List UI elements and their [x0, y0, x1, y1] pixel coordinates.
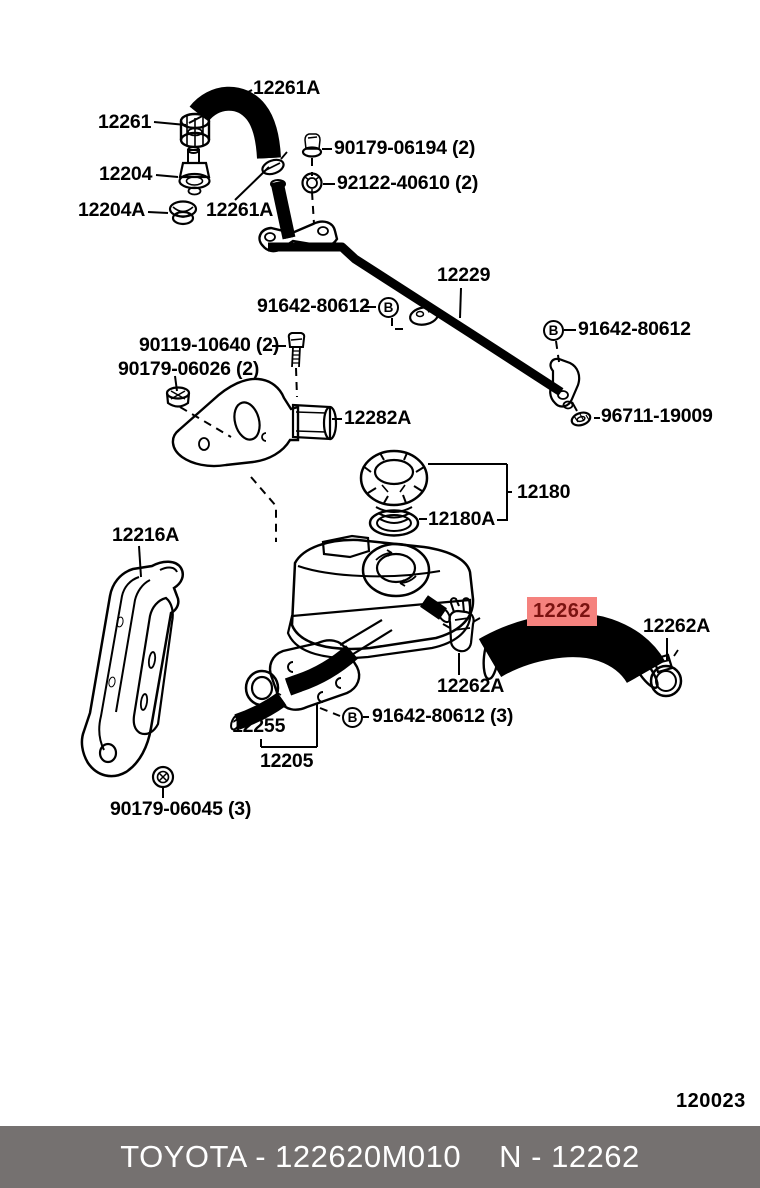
ventilation-hose-12261-drawing: [179, 86, 288, 176]
callout-marker-b-right: B: [543, 320, 564, 341]
nut-92122-40610-icon: [301, 172, 323, 194]
part-label-12261a-2: 12261A: [206, 199, 274, 221]
pcv-valve-12204-drawing: [178, 146, 211, 196]
bolt-90179-06194-icon: [301, 133, 323, 158]
reservoir-tank-drawing: [286, 534, 475, 660]
part-label-12262a-mid: 12262A: [437, 675, 505, 697]
part-label-92122-40610: 92122-40610 (2): [337, 172, 479, 194]
part-label-12204a: 12204A: [78, 199, 146, 221]
dashed-assembly-lines: [179, 158, 560, 717]
part-label-12180a: 12180A: [428, 508, 496, 530]
part-label-12180: 12180: [517, 481, 571, 503]
part-label-91642-right: 91642-80612: [578, 318, 691, 340]
callout-marker-b-left: B: [378, 297, 399, 318]
hose-12262-drawing: [478, 613, 666, 689]
grommet-90179-06026-icon: [165, 386, 191, 408]
part-label-91642-bottom: 91642-80612 (3): [372, 705, 514, 727]
part-label-12216a: 12216A: [112, 524, 180, 546]
part-label-90179-06194: 90179-06194 (2): [334, 137, 476, 159]
nut-90179-06045-icon: [151, 765, 175, 789]
clip-12262a-mid-drawing: [442, 597, 481, 653]
figure-code: 120023: [676, 1090, 746, 1112]
part-label-12261a-top: 12261A: [253, 77, 321, 99]
banner-part-number: TOYOTA - 122620M010: [120, 1139, 462, 1174]
heat-shield-12216a-drawing: [80, 560, 184, 778]
vent-pipe-flange-drawing: [258, 179, 339, 253]
banner-ref-number: N - 12262: [499, 1139, 640, 1174]
part-label-90179-06026: 90179-06026 (2): [118, 358, 260, 380]
footer-banner: TOYOTA - 122620M010 N - 12262: [0, 1126, 760, 1188]
gauge-guide-12229-drawing: [268, 242, 592, 427]
callout-marker-b-bottom: B: [342, 707, 363, 728]
part-label-12255: 12255: [232, 715, 286, 737]
part-label-12205: 12205: [260, 750, 314, 772]
part-label-96711-19009: 96711-19009: [601, 405, 713, 427]
part-label-12229: 12229: [437, 264, 491, 286]
part-label-91642-left: 91642-80612: [257, 295, 370, 317]
part-label-12261: 12261: [98, 111, 152, 133]
part-label-90119-10640: 90119-10640 (2): [139, 334, 280, 356]
part-label-90179-06045: 90179-06045 (3): [110, 798, 252, 820]
clamp-12262a-right-drawing: [645, 649, 683, 698]
part-label-12204: 12204: [99, 163, 153, 185]
part-label-12262-highlight[interactable]: 12262: [527, 597, 597, 626]
grommet-12204a-drawing: [168, 200, 198, 226]
part-label-12282a: 12282A: [344, 407, 412, 429]
bracket-12282a-drawing: [171, 377, 338, 468]
leader-lines: [138, 89, 668, 798]
bolt-90119-10640-icon: [287, 332, 306, 368]
part-label-12262a-right: 12262A: [643, 615, 711, 637]
filler-cap-12180-drawing: [359, 449, 429, 537]
